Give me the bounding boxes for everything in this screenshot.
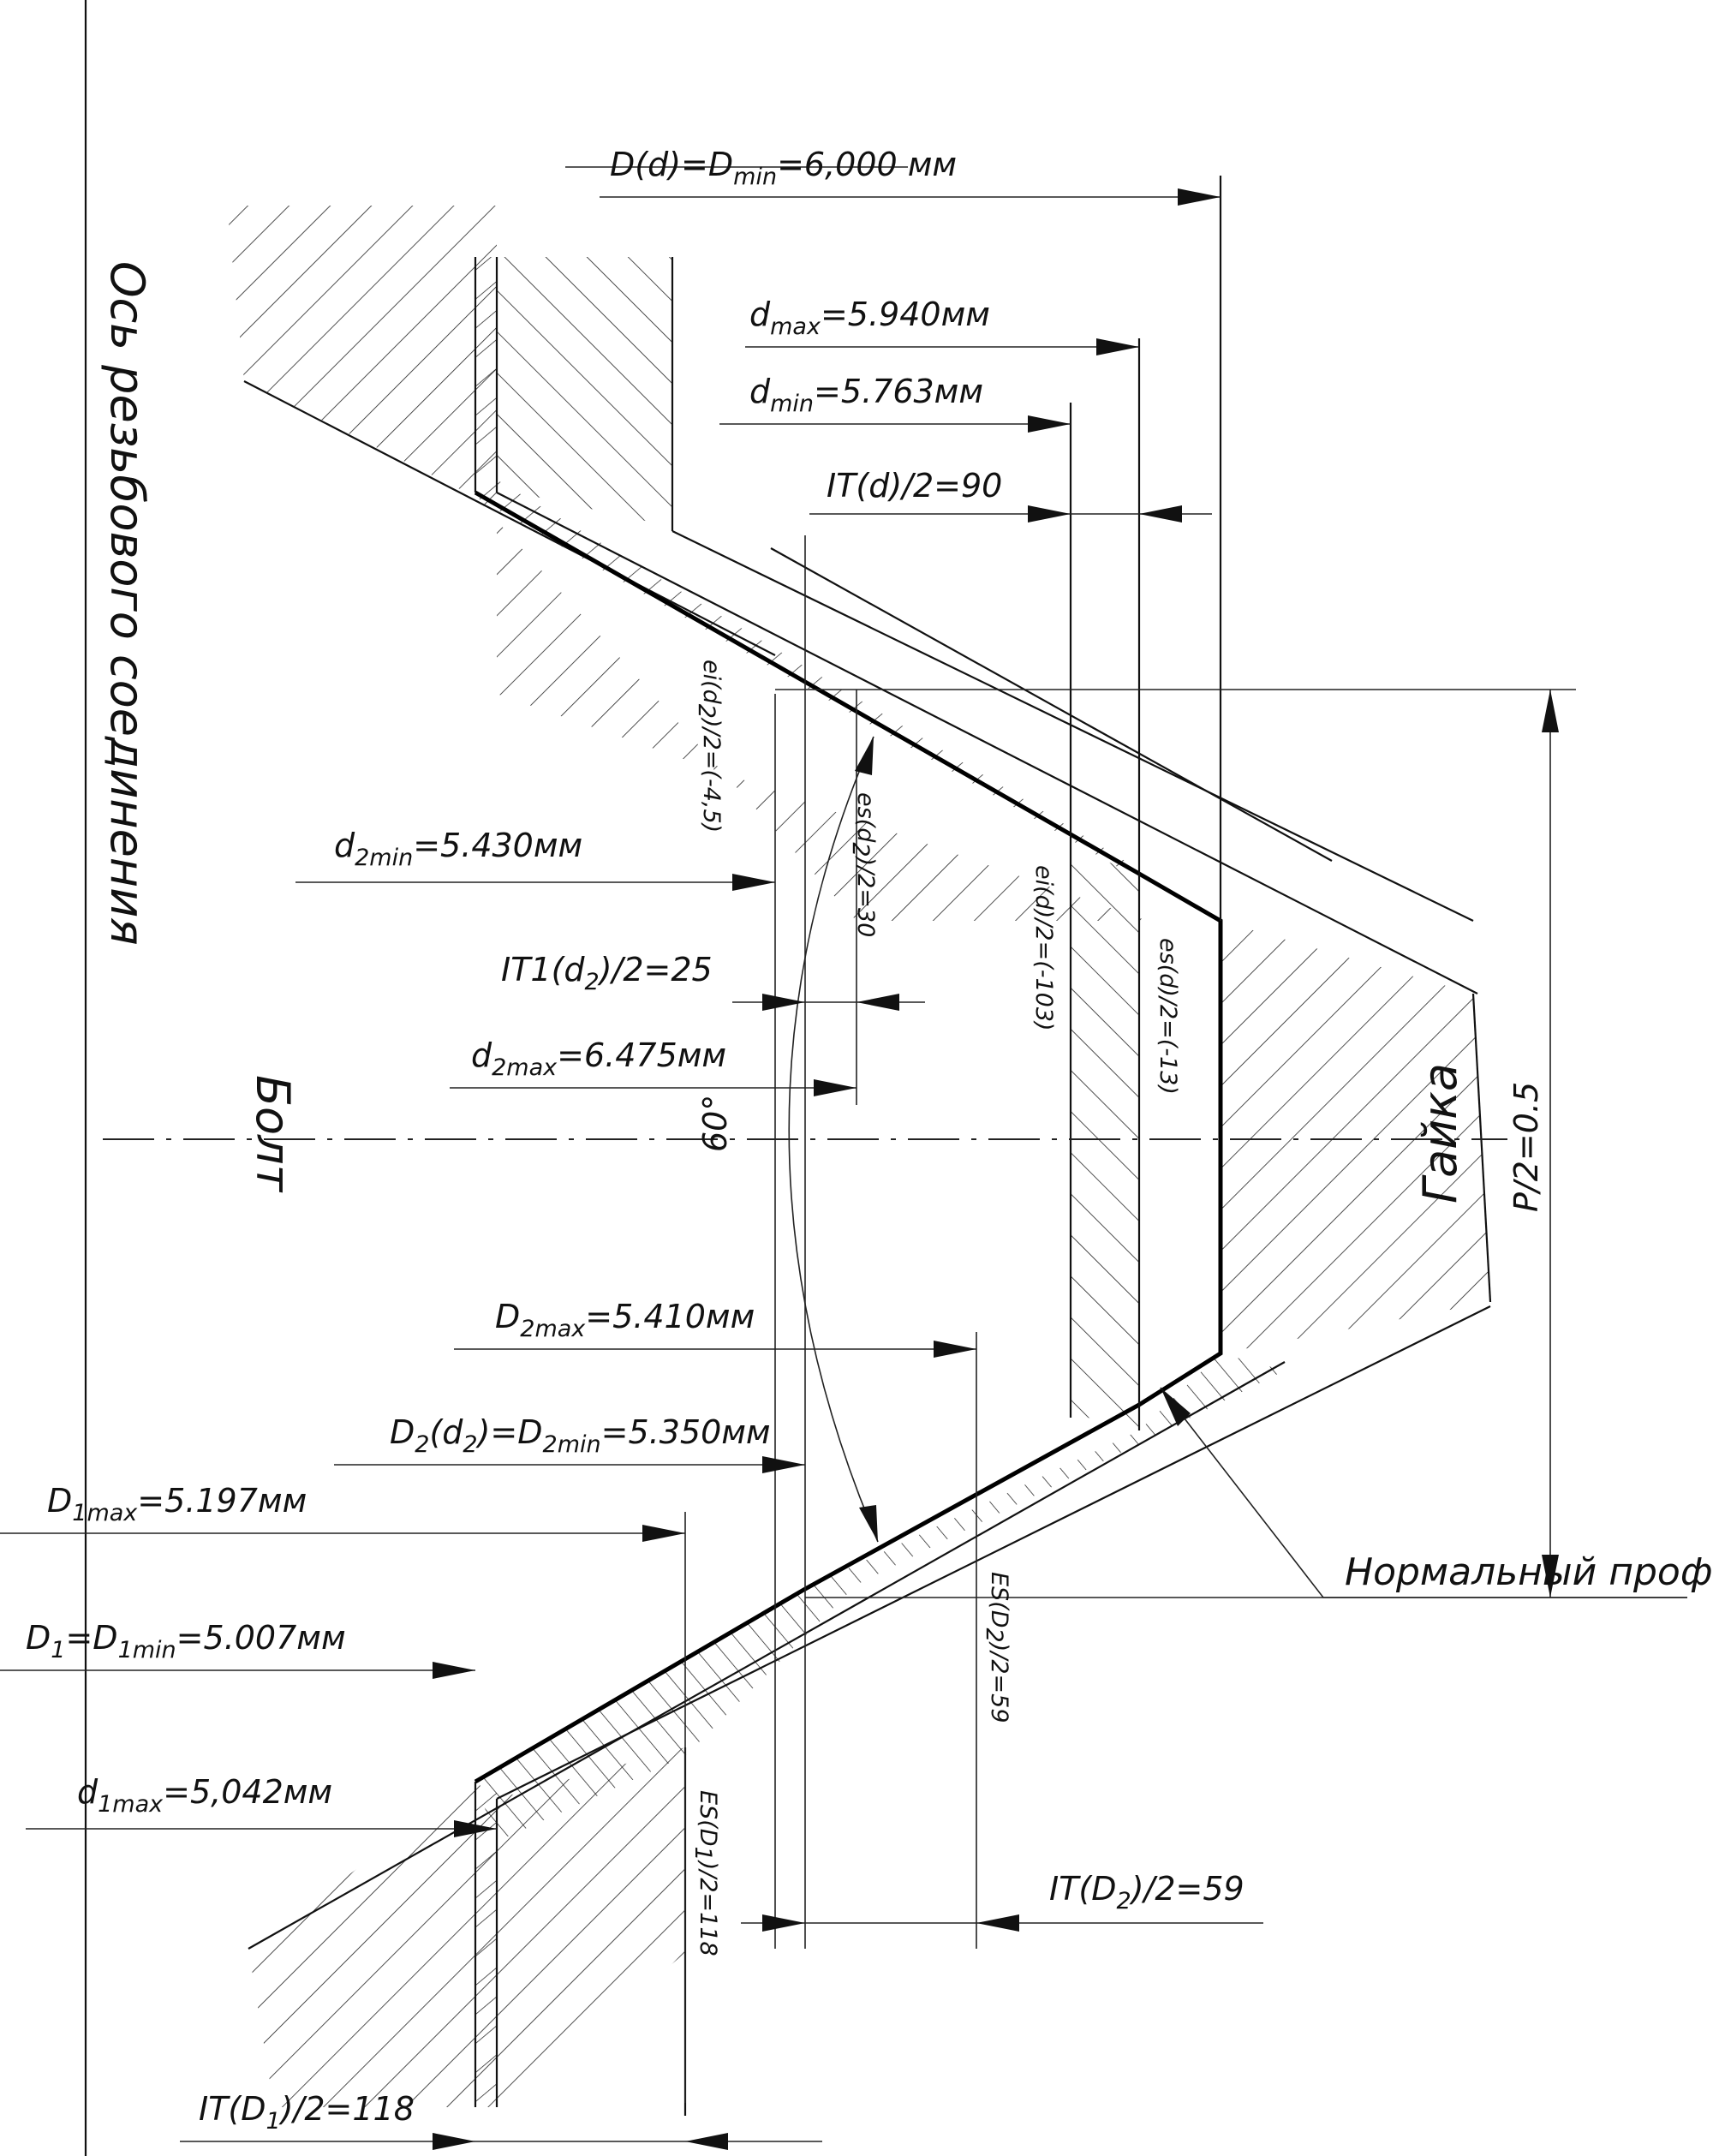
dim-es-d2: es(d2)/2=30 bbox=[847, 792, 879, 937]
dim-D1-max: D1max=5.197мм bbox=[47, 1482, 307, 1526]
dim-IT1-d2: IT1(d2)/2=25 bbox=[501, 951, 713, 995]
dim-IT-D2: IT(D2)/2=59 bbox=[1049, 1870, 1244, 1914]
dim-IT-D1: IT(D1)/2=118 bbox=[199, 2090, 415, 2135]
dim-ei-d: ei(d)/2=(-103) bbox=[1030, 865, 1057, 1031]
dim-D1-D1min: D1=D1min=5.007мм bbox=[26, 1619, 346, 1663]
dim-d2-min: d2min=5.430мм bbox=[334, 827, 582, 871]
bolt-upper-hatch bbox=[227, 206, 1148, 921]
nut-right-hatch bbox=[1221, 921, 1490, 1353]
nut-upper-hatch bbox=[497, 257, 672, 527]
dim-d-max: dmax=5.940мм bbox=[749, 296, 990, 340]
dim-ES-D2: ES(D2)/2=59 bbox=[981, 1572, 1012, 1723]
dim-d2-max: d2max=6.475мм bbox=[471, 1036, 726, 1081]
dim-IT-d: IT(d)/2=90 bbox=[827, 467, 1002, 505]
nut-label: Гайка bbox=[1413, 1063, 1467, 1203]
angle-label: 60° bbox=[696, 1095, 734, 1152]
dim-d-min: dmin=5.763мм bbox=[749, 373, 983, 417]
half-pitch-label: P/2=0.5 bbox=[1507, 1082, 1545, 1212]
angle-arc bbox=[788, 736, 879, 1543]
lower-tolerance-band bbox=[475, 1353, 1285, 1842]
normal-profile-label: Нормальный профиль bbox=[1345, 1550, 1713, 1594]
dim-ES-D1: ES(D1)/2=118 bbox=[689, 1790, 721, 1956]
bolt-label: Болт bbox=[246, 1075, 300, 1193]
axis-caption: Ось резьбового соединения bbox=[100, 261, 154, 946]
bolt-lower-hatch bbox=[248, 1747, 685, 2107]
dim-d1-max: d1max=5,042мм bbox=[77, 1773, 332, 1818]
upper-tolerance-band bbox=[475, 257, 1139, 869]
dim-D2-d2-D2min: D2(d2)=D2min=5.350мм bbox=[390, 1413, 771, 1458]
lower-left-column-hatch bbox=[475, 1782, 497, 2107]
dim-D2-max: D2max=5.410мм bbox=[495, 1298, 755, 1342]
dim-ei-d2: ei(d2)/2=(-4,5) bbox=[693, 660, 725, 833]
dim-D-Dmin: D(d)=Dmin=6,000 мм bbox=[610, 146, 957, 190]
dim-es-d: es(d)/2=(-13) bbox=[1155, 938, 1181, 1095]
